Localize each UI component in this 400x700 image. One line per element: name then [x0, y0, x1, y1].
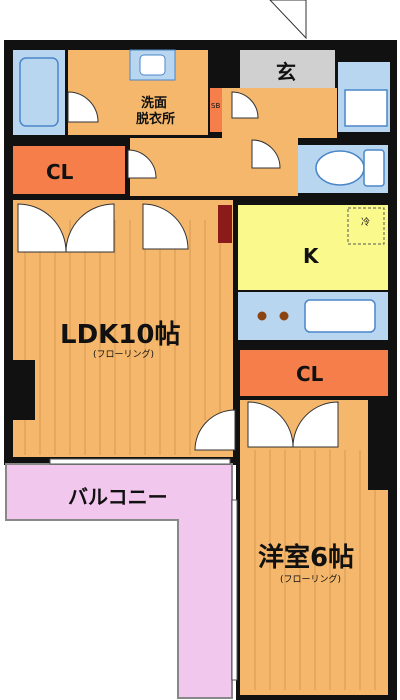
bedroom-closet-door-right [292, 401, 339, 448]
shoebox [210, 88, 222, 132]
label-kitchen: K [303, 244, 319, 268]
kitchen-sink [304, 299, 376, 333]
closet-mid [240, 350, 388, 396]
bedroom-window [231, 499, 238, 681]
ldk-closet-door-right [65, 203, 115, 253]
wall-notch [13, 360, 35, 420]
genkan-floor [240, 50, 335, 88]
ldk-entry-door [142, 203, 189, 250]
entrance-door [269, 0, 307, 40]
bath-door [67, 91, 99, 123]
sink-counter [344, 89, 388, 127]
label-closet-top: CL [46, 160, 74, 184]
toilet [315, 150, 365, 186]
label-washroom-1: 洗面 [141, 96, 168, 111]
western-room-floor [240, 400, 388, 695]
bathtub [19, 57, 59, 127]
label-genkan: 玄 [276, 60, 296, 84]
balcony-window [49, 458, 231, 465]
closet-top [13, 146, 125, 194]
label-western-room: 洋室6帖 [258, 543, 355, 573]
label-sb: SB [211, 102, 221, 110]
label-western-floor: (フローリング) [280, 575, 342, 585]
pillar [218, 205, 232, 243]
washbasin [139, 54, 166, 76]
toilet-door [251, 139, 281, 169]
label-washroom-2: 脱衣所 [136, 112, 176, 127]
label-ldk: LDK10帖 [60, 320, 181, 350]
balcony [5, 463, 233, 699]
hall-door [231, 91, 259, 119]
stove-burner-1 [257, 311, 267, 321]
bedroom-door [194, 409, 236, 451]
toilet-tank [363, 149, 385, 187]
wall-notch-bedroom [368, 400, 390, 490]
fridge-space [347, 207, 385, 245]
label-ldk-floor: (フローリング) [93, 350, 155, 360]
label-fridge: 冷 [361, 218, 371, 228]
closet-door [127, 149, 157, 179]
label-balcony: バルコニー [68, 485, 168, 509]
stove-burner-2 [279, 311, 289, 321]
label-closet-mid: CL [296, 362, 324, 386]
western-floor-lines [254, 450, 376, 690]
